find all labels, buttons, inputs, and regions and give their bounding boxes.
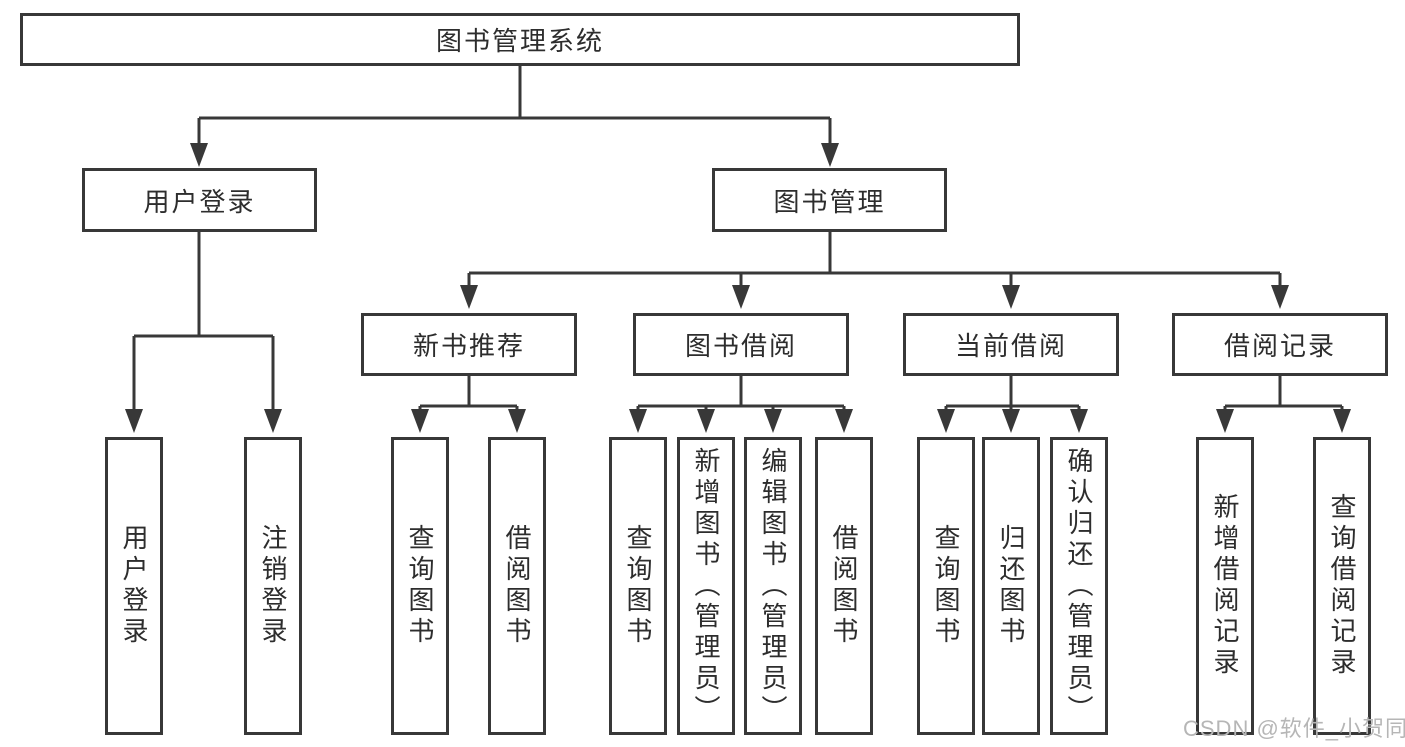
node-library-management-system: 图书管理系统	[20, 13, 1020, 66]
leaf-query-borrow-record: 查询借阅记录	[1313, 437, 1371, 735]
leaf-label: 编辑图书（管理员）	[758, 446, 788, 726]
leaf-add-borrow-record: 新增借阅记录	[1196, 437, 1254, 735]
leaf-label: 新增借阅记录	[1210, 493, 1240, 679]
leaf-label: 查询借阅记录	[1327, 493, 1357, 679]
leaf-label: 借阅图书	[829, 524, 859, 648]
node-label: 图书管理系统	[435, 26, 604, 56]
leaf-label: 查询图书	[623, 524, 653, 648]
leaf-confirm-return-admin: 确认归还（管理员）	[1050, 437, 1108, 735]
leaf-label: 新增图书（管理员）	[691, 446, 721, 726]
leaf-recommend-borrow-books: 借阅图书	[488, 437, 546, 735]
leaf-label: 查询图书	[405, 524, 435, 648]
node-book-management: 图书管理	[712, 168, 947, 232]
node-label: 新书推荐	[412, 331, 525, 361]
node-label: 用户登录	[143, 186, 256, 217]
leaf-label: 查询图书	[931, 524, 961, 648]
leaf-label: 确认归还（管理员）	[1064, 446, 1094, 726]
leaf-current-query-books: 查询图书	[917, 437, 975, 735]
node-label: 图书管理	[773, 186, 886, 217]
node-label: 借阅记录	[1223, 331, 1336, 361]
csdn-watermark: CSDN @软件_小贺同学	[1183, 716, 1405, 741]
node-borrowing-records: 借阅记录	[1172, 313, 1388, 376]
leaf-add-books-admin: 新增图书（管理员）	[677, 437, 735, 735]
leaf-logout: 注销登录	[244, 437, 302, 735]
node-label: 当前借阅	[954, 331, 1067, 361]
leaf-label: 借阅图书	[502, 524, 532, 648]
leaf-borrow-books: 借阅图书	[815, 437, 873, 735]
node-label: 图书借阅	[684, 331, 797, 361]
leaf-user-login: 用户登录	[105, 437, 163, 735]
leaf-label: 注销登录	[258, 524, 288, 648]
leaf-edit-books-admin: 编辑图书（管理员）	[744, 437, 802, 735]
leaf-borrow-query-books: 查询图书	[609, 437, 667, 735]
node-user-login-group: 用户登录	[82, 168, 317, 232]
leaf-label: 用户登录	[119, 524, 149, 648]
arrowheads	[125, 143, 1351, 433]
leaf-return-books: 归还图书	[982, 437, 1040, 735]
leaf-label: 归还图书	[996, 524, 1026, 648]
node-current-borrowing: 当前借阅	[903, 313, 1119, 376]
node-book-borrowing: 图书借阅	[633, 313, 849, 376]
leaf-recommend-query-books: 查询图书	[391, 437, 449, 735]
node-new-book-recommend: 新书推荐	[361, 313, 577, 376]
